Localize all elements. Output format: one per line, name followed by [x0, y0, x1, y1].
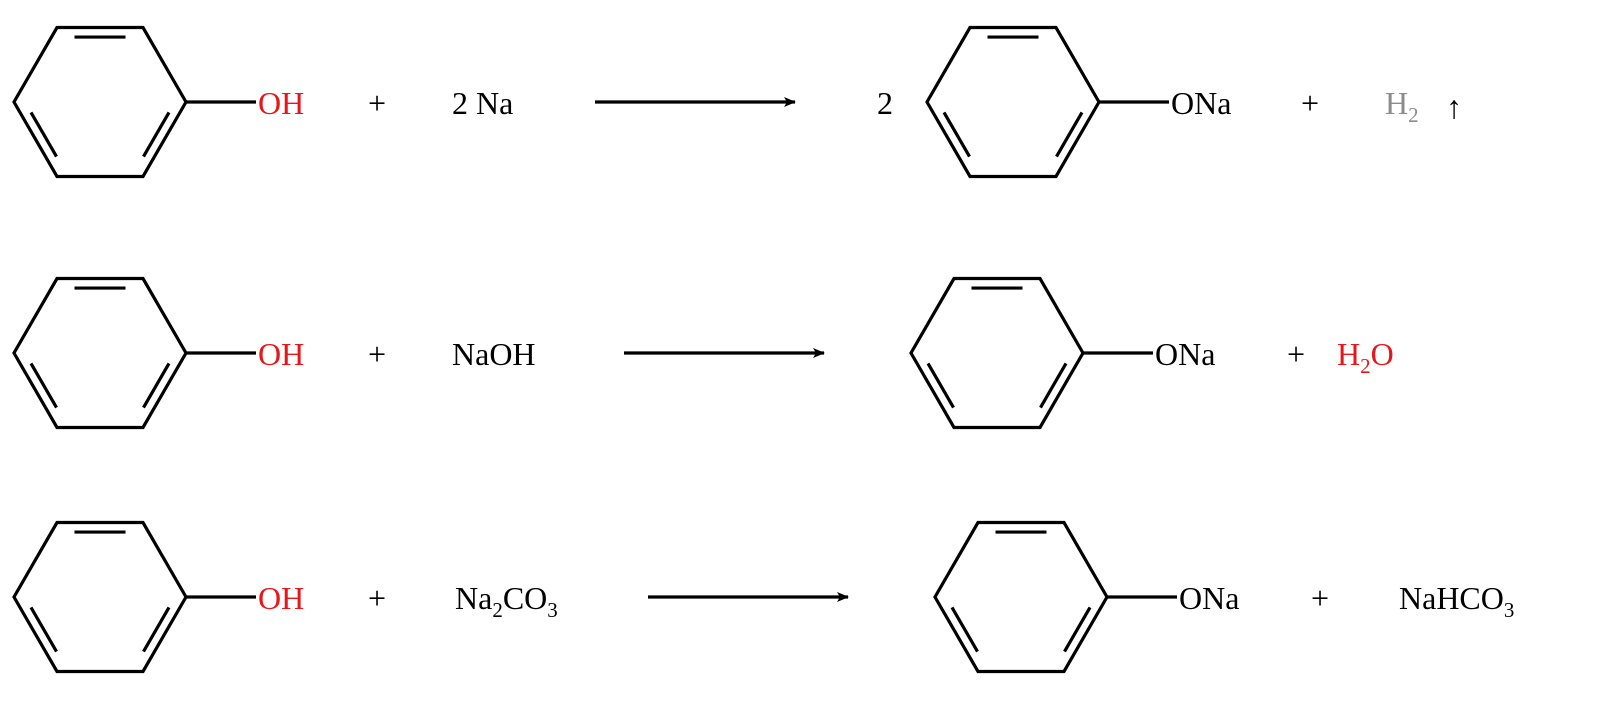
- phenol-3-ring: [12, 520, 256, 674]
- byproduct-formula: H2: [1385, 85, 1419, 127]
- plus-sign: +: [368, 580, 386, 616]
- reagent-formula-pre: Na: [455, 580, 492, 616]
- byproduct-formula-pre: H: [1385, 85, 1408, 121]
- double-bond-line: [142, 111, 171, 158]
- byproduct-formula-sub: 2: [1408, 103, 1419, 127]
- ring-outline: [12, 276, 188, 430]
- double-bond-line: [942, 111, 971, 158]
- plus-sign: +: [1301, 85, 1319, 121]
- sodium-phenoxide-3-ring: [933, 520, 1177, 674]
- double-bond-line: [926, 362, 955, 409]
- double-bond-line: [29, 111, 58, 158]
- phenoxide-group-label: ONa: [1155, 336, 1215, 372]
- reagent-formula-sub2: 3: [547, 598, 558, 622]
- phenoxide-group-label: ONa: [1179, 580, 1239, 616]
- phenoxide-group-label: ONa: [1171, 85, 1231, 121]
- sodium-phenoxide-1-ring: [925, 25, 1169, 179]
- reagent-formula-pre: 2 Na: [452, 85, 513, 121]
- gas-evolution-arrow: ↑: [1446, 89, 1462, 125]
- double-bond-line: [29, 606, 58, 653]
- byproduct-formula: H2O: [1337, 336, 1394, 378]
- ring-outline: [12, 25, 188, 179]
- byproduct-formula-pre: NaHCO: [1399, 580, 1504, 616]
- byproduct-formula-sub: 3: [1504, 598, 1515, 622]
- phenol-1-ring: [12, 25, 256, 179]
- sodium-phenoxide-2-ring: [909, 276, 1153, 430]
- plus-sign: +: [368, 85, 386, 121]
- double-bond-line: [29, 362, 58, 409]
- hydroxyl-group-label: OH: [258, 85, 304, 121]
- reagent-formula: 2 Na: [452, 85, 513, 121]
- byproduct-formula: NaHCO3: [1399, 580, 1514, 622]
- double-bond-line: [1055, 111, 1084, 158]
- double-bond-line: [142, 362, 171, 409]
- double-bond-line: [1039, 362, 1068, 409]
- ring-outline: [12, 520, 188, 674]
- phenol-2-ring: [12, 276, 256, 430]
- reagent-formula-pre: NaOH: [452, 336, 536, 372]
- double-bond-line: [950, 606, 979, 653]
- ring-outline: [909, 276, 1085, 430]
- plus-sign: +: [1287, 336, 1305, 372]
- hydroxyl-group-label: OH: [258, 580, 304, 616]
- ring-outline: [933, 520, 1109, 674]
- byproduct-formula-sub: 2: [1360, 354, 1371, 378]
- reagent-formula-sub: 2: [492, 598, 503, 622]
- stoichiometric-coefficient: 2: [877, 85, 893, 121]
- plus-sign: +: [368, 336, 386, 372]
- hydroxyl-group-label: OH: [258, 336, 304, 372]
- reagent-formula-post: CO: [503, 580, 547, 616]
- ring-outline: [925, 25, 1101, 179]
- plus-sign: +: [1311, 580, 1329, 616]
- double-bond-line: [1063, 606, 1092, 653]
- byproduct-formula-post: O: [1371, 336, 1394, 372]
- double-bond-line: [142, 606, 171, 653]
- reagent-formula: NaOH: [452, 336, 536, 372]
- byproduct-formula-pre: H: [1337, 336, 1360, 372]
- reagent-formula: Na2CO3: [455, 580, 558, 622]
